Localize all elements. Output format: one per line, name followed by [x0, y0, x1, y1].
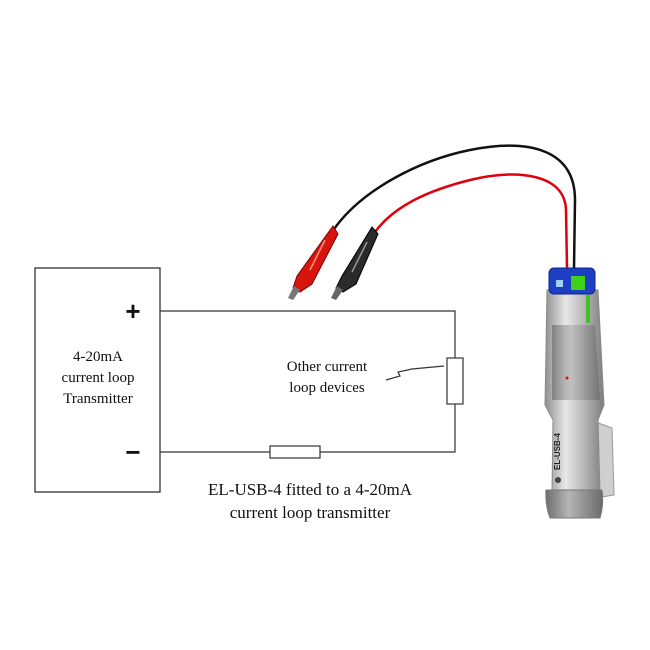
device-label: EL-USB-4 — [553, 433, 562, 470]
loop-wire — [160, 310, 456, 453]
red-alligator-clip — [288, 225, 339, 300]
transmitter-label-3: Transmitter — [63, 391, 132, 407]
leader-line — [385, 365, 445, 381]
other-devices-label-2: loop devices — [289, 380, 365, 396]
red-cable — [373, 173, 569, 269]
el-usb-4-logger: EL-USB-4 — [544, 267, 615, 519]
transmitter-label-1: 4-20mA — [73, 349, 123, 365]
plus-terminal: + — [125, 296, 140, 326]
caption-line-1: EL-USB-4 fitted to a 4-20mA — [208, 480, 413, 499]
device-resistor-vertical — [446, 357, 464, 405]
black-alligator-clip — [331, 226, 379, 300]
other-devices-label-1: Other current — [287, 359, 368, 375]
minus-terminal: − — [125, 437, 140, 467]
transmitter-box — [34, 267, 161, 493]
black-cable — [330, 144, 577, 269]
caption-line-2: current loop transmitter — [230, 503, 391, 522]
transmitter-label-2: current loop — [62, 370, 135, 386]
device-resistor-horizontal — [269, 445, 321, 459]
